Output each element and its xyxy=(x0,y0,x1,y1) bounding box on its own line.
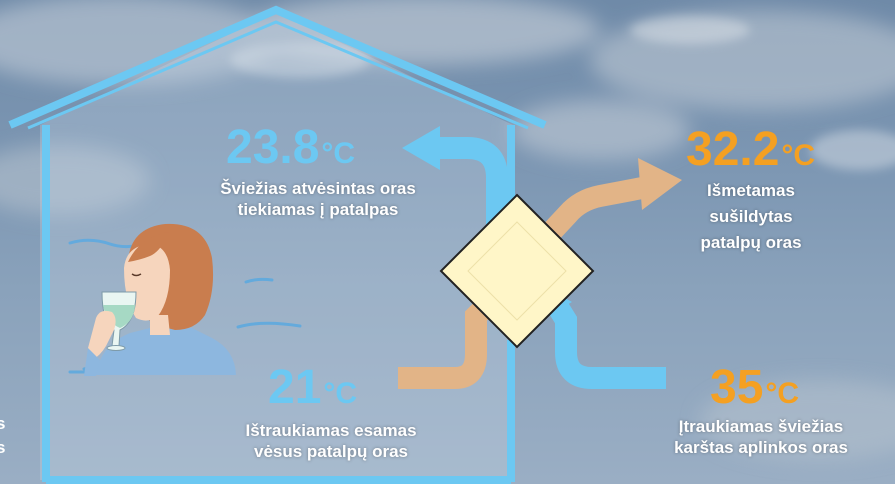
supply-label-line2: tiekiamas į patalpas xyxy=(237,200,399,219)
exhaust-label-line1: Išmetamas xyxy=(707,181,795,200)
extract-label-line2: vėsus patalpų oras xyxy=(253,442,408,461)
supply-temp-value: 23.8 xyxy=(226,121,320,174)
supply-temp-unit: °C xyxy=(321,137,356,170)
exhaust-temp-unit: °C xyxy=(781,139,816,172)
intake-temp-unit: °C xyxy=(765,377,800,410)
supply-label: Šviežias atvėsintas oras tiekiamas į pat… xyxy=(168,178,468,220)
supply-label-line1: Šviežias atvėsintas oras xyxy=(220,179,416,198)
supply-arrow-icon xyxy=(402,126,508,262)
extract-temperature: 21°C xyxy=(268,364,357,412)
extract-temp-unit: °C xyxy=(323,377,358,410)
exhaust-label-line3: patalpų oras xyxy=(700,233,802,252)
extract-temp-value: 21 xyxy=(268,361,322,414)
heat-exchanger-icon xyxy=(439,193,595,349)
intake-temperature: 35°C xyxy=(710,364,799,412)
extract-label: Ištraukiamas esamas vėsus patalpų oras xyxy=(196,420,466,462)
intake-temp-value: 35 xyxy=(710,361,764,414)
exhaust-label: Išmetamas sušildytas patalpų oras xyxy=(676,178,826,256)
house-outline-icon xyxy=(8,5,547,484)
exhaust-temp-value: 32.2 xyxy=(686,123,780,176)
exhaust-temperature: 32.2°C xyxy=(686,126,815,174)
intake-label-line2: karštas aplinkos oras xyxy=(674,438,848,457)
supply-temperature: 23.8°C xyxy=(226,124,355,172)
exhaust-arrow-icon xyxy=(531,158,682,252)
exhaust-label-line2: sušildytas xyxy=(709,207,793,226)
intake-label: Įtraukiamas šviežias karštas aplinkos or… xyxy=(630,416,892,458)
intake-label-line1: Įtraukiamas šviežias xyxy=(678,417,844,436)
extract-label-line1: Ištraukiamas esamas xyxy=(245,421,417,440)
person-drinking-icon xyxy=(84,223,236,376)
clouds xyxy=(0,0,895,460)
